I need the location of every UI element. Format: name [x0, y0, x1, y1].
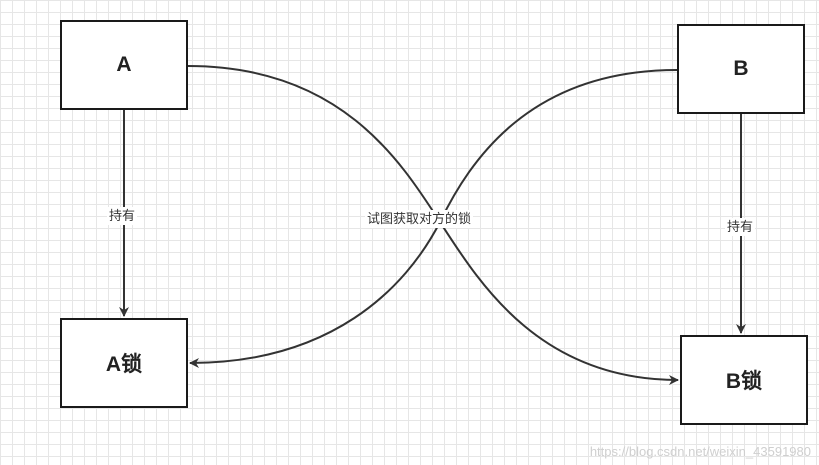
- node-b-lock[interactable]: B锁: [680, 335, 808, 425]
- node-b[interactable]: B: [677, 24, 805, 114]
- node-a[interactable]: A: [60, 20, 188, 110]
- edge-label-b-holds: 持有: [725, 218, 756, 236]
- node-a-lock[interactable]: A锁: [60, 318, 188, 408]
- edge-label-try-acquire: 试图获取对方的锁: [365, 210, 474, 228]
- watermark: https://blog.csdn.net/weixin_43591980: [589, 444, 811, 459]
- edge-label-a-holds: 持有: [107, 207, 138, 225]
